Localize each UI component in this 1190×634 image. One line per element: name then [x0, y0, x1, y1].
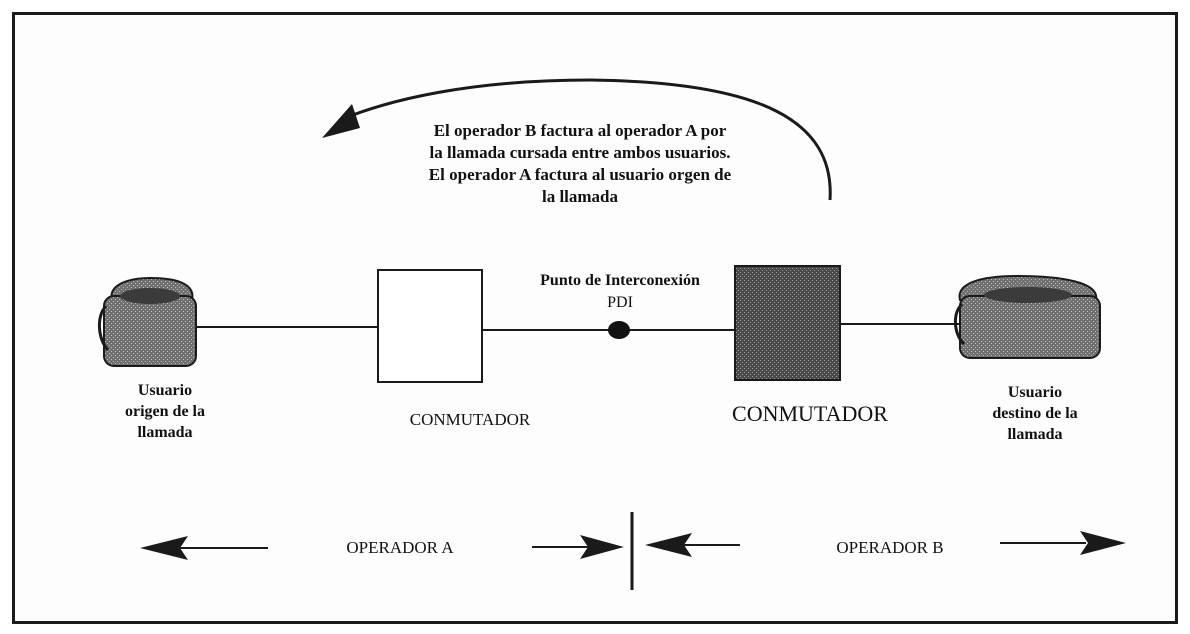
billing-flow-arrow: [344, 78, 832, 201]
switch-a-label: CONMUTADOR: [409, 410, 531, 429]
operator-b-label: OPERADOR B: [836, 538, 944, 557]
billing-note-line: El operador B factura al operador A por: [433, 121, 727, 140]
callee-label-line: Usuario: [1007, 384, 1063, 401]
pdi-point-icon: [608, 321, 630, 339]
callee-label-line: destino de la: [992, 405, 1078, 422]
interconnection-point-label: Punto de Interconexión PDI: [480, 270, 760, 314]
operator-a-right-arrow: [532, 535, 624, 559]
switch-a-box: [377, 269, 483, 383]
billing-note-line: la llamada: [541, 187, 619, 206]
operator-b-right-arrow: [1000, 531, 1126, 555]
switch-b-box: [734, 265, 841, 381]
caller-label-line: origen de la: [125, 403, 205, 420]
billing-flow-arrowhead: [322, 104, 360, 138]
caller-label-line: Usuario: [137, 382, 193, 399]
caller-label-line: llamada: [137, 424, 193, 441]
operator-b-left-arrow: [645, 533, 740, 557]
interconnection-point-title: Punto de Interconexión: [540, 272, 700, 289]
callee-telephone-icon: [954, 274, 1101, 359]
callee-label-line: llamada: [1007, 426, 1063, 443]
callee-label: Usuario destino de la llamada: [955, 382, 1115, 445]
operator-a-label: OPERADOR A: [346, 538, 454, 557]
caller-label: Usuario origen de la llamada: [90, 380, 240, 443]
operator-a-left-arrow: [140, 536, 268, 560]
billing-note: El operador B factura al operador A por …: [360, 120, 800, 208]
billing-note-line: la llamada cursada entre ambos usuarios.: [429, 143, 731, 162]
switch-b-label: CONMUTADOR: [732, 401, 888, 426]
caller-telephone-icon: [98, 276, 197, 367]
interconnection-point-code: PDI: [607, 294, 633, 311]
billing-note-line: El operador A factura al usuario orgen d…: [428, 165, 732, 184]
